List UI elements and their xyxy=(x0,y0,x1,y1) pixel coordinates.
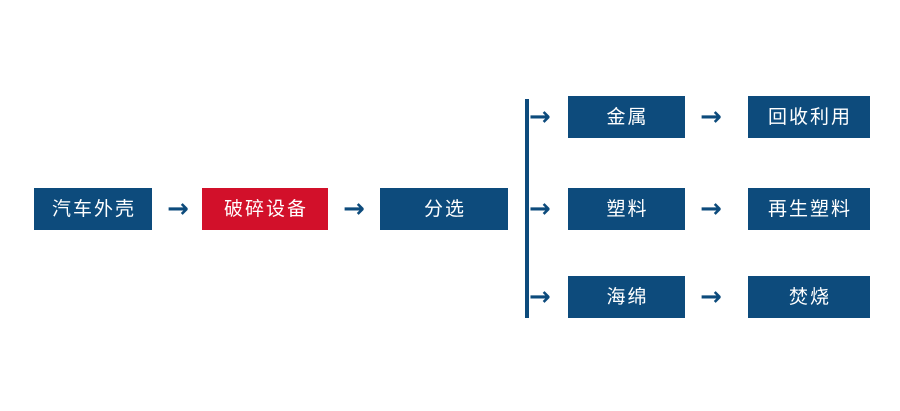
arrow-right-icon-plastic-to-recycled-plastic: → xyxy=(700,194,722,224)
branch-arrow-right-icon-plastic: → xyxy=(529,194,551,224)
arrow-right-icon-crusher-to-sorting: → xyxy=(343,194,365,224)
branch-trunk-line xyxy=(525,99,529,318)
node-car-shell[interactable]: 汽车外壳 xyxy=(34,188,152,230)
arrow-right-icon-shell-to-crusher: → xyxy=(167,194,189,224)
node-sorting[interactable]: 分选 xyxy=(380,188,508,230)
branch-arrow-right-icon-sponge: → xyxy=(529,282,551,312)
node-incineration[interactable]: 焚烧 xyxy=(748,276,870,318)
arrow-right-icon-metal-to-recycle: → xyxy=(700,102,722,132)
node-sponge[interactable]: 海绵 xyxy=(568,276,685,318)
node-recycle-reuse[interactable]: 回收利用 xyxy=(748,96,870,138)
node-crushing-equipment[interactable]: 破碎设备 xyxy=(202,188,328,230)
branch-arrow-right-icon-metal: → xyxy=(529,102,551,132)
node-plastic[interactable]: 塑料 xyxy=(568,188,685,230)
node-metal[interactable]: 金属 xyxy=(568,96,685,138)
node-recycled-plastic[interactable]: 再生塑料 xyxy=(748,188,870,230)
arrow-right-icon-sponge-to-incineration: → xyxy=(700,282,722,312)
